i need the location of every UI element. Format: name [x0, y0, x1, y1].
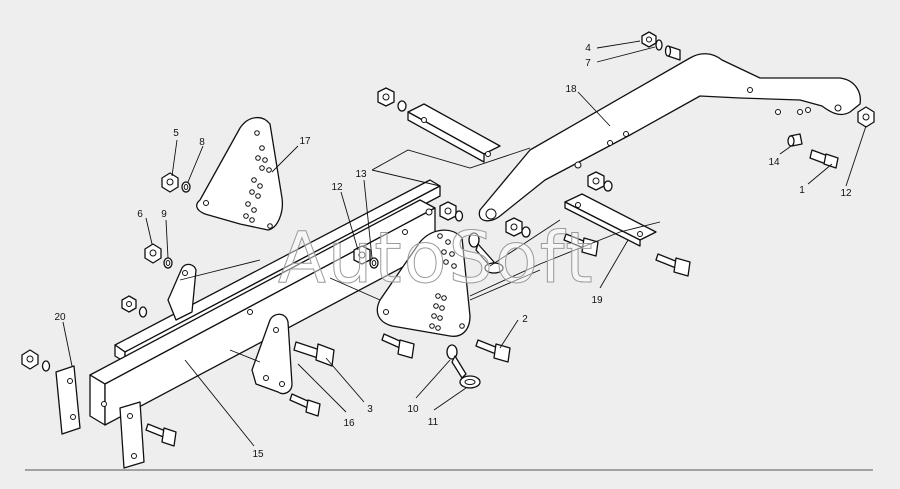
- beam-hole: [101, 401, 107, 407]
- arm-hole: [485, 208, 497, 220]
- bolt-left-of-bracket: [381, 333, 415, 359]
- callout-2: 2: [522, 314, 528, 325]
- arm-hole: [775, 109, 781, 115]
- leader-lines: [62, 40, 867, 447]
- part-11-ring: [459, 375, 481, 389]
- part-16-plate: [251, 313, 293, 395]
- beam-hole: [247, 309, 253, 315]
- lower-plate-left: [119, 401, 177, 469]
- small-plate-left: [167, 263, 197, 321]
- callout-9: 9: [161, 209, 167, 220]
- assembly-guide-lines: [179, 147, 661, 363]
- bolt-near-16: [289, 393, 321, 417]
- part-10-pin: [446, 344, 467, 379]
- part-3-bolt: [293, 341, 335, 367]
- callout-13: 13: [355, 169, 367, 180]
- nut-pair-right: [505, 171, 613, 238]
- callout-20: 20: [54, 312, 66, 323]
- part-2-bolt: [475, 339, 511, 363]
- callout-4: 4: [585, 43, 591, 54]
- part-8-washer: [181, 181, 191, 193]
- part-6-nut: [144, 243, 162, 264]
- callout-11: 11: [428, 417, 439, 428]
- arm-hole: [607, 140, 613, 146]
- arm-hole: [805, 107, 811, 113]
- part-15-beam: [89, 179, 441, 426]
- callout-3: 3: [367, 404, 373, 415]
- watermark-logo: AutoSoft: [278, 217, 595, 299]
- strap-plate-upper: [377, 87, 501, 163]
- callout-12-center: 12: [331, 182, 343, 193]
- callout-18: 18: [565, 84, 577, 95]
- callout-16: 16: [343, 418, 355, 429]
- bolt-right-lower: [655, 253, 691, 277]
- callout-12-right: 12: [840, 188, 852, 199]
- arm-hole: [797, 109, 803, 115]
- nut-left-middle: [121, 295, 148, 318]
- callout-labels: 4 7 18 5 8 17 6 9 12 13 14 1 12 2 3 16 1…: [54, 43, 852, 460]
- callout-6: 6: [137, 209, 143, 220]
- nut-washer-upper-center: [439, 201, 464, 222]
- part-18-arm: [478, 53, 861, 222]
- arm-hole: [747, 87, 753, 93]
- arm-hole: [623, 131, 629, 137]
- part-14-bushing: [787, 133, 803, 147]
- callout-10: 10: [407, 404, 419, 415]
- callout-19: 19: [591, 295, 603, 306]
- arm-hole: [574, 161, 582, 169]
- arm-hole: [834, 104, 842, 112]
- center-bracket: [376, 229, 471, 337]
- part-5-nut: [161, 172, 179, 193]
- callout-5: 5: [173, 128, 179, 139]
- part-20-plate: [21, 349, 81, 435]
- beam-hole: [425, 208, 433, 216]
- part-12-nut-center: [353, 245, 379, 269]
- part-17-bracket: [196, 117, 284, 231]
- callout-14: 14: [768, 157, 780, 168]
- callout-1: 1: [799, 185, 805, 196]
- beam-hole: [402, 229, 408, 235]
- spacer-sleeve: [664, 45, 681, 61]
- part-12-nut-right: [857, 106, 875, 128]
- callout-8: 8: [199, 137, 205, 148]
- pin-with-ring-upper: [468, 232, 504, 274]
- part-1-bolt: [809, 149, 839, 169]
- callout-15: 15: [252, 449, 264, 460]
- callout-7: 7: [585, 58, 591, 69]
- callout-17: 17: [299, 136, 311, 147]
- part-4-nut: [641, 31, 657, 48]
- part-9-washer: [163, 257, 173, 269]
- part-7-washer: [655, 39, 663, 51]
